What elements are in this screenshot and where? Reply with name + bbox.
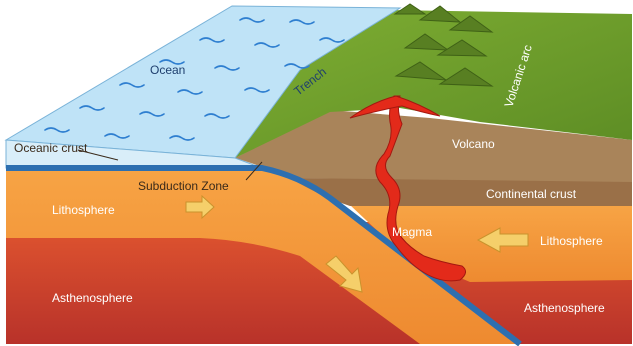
asthenosphere-left-label: Asthenosphere [52,291,133,305]
volcano-label: Volcano [452,137,495,151]
volcanic-arc-peaks [393,3,494,87]
subduction-zone-label: Subduction Zone [138,179,229,193]
magma-label: Magma [392,225,432,239]
continental-crust-label: Continental crust [486,187,577,201]
crust-body [235,110,632,182]
subducting-plate-edge [6,165,522,346]
lithosphere-left-label: Lithosphere [52,203,115,217]
oceanic-lithosphere-layer [6,168,520,344]
lithosphere-arrow-right [476,227,529,253]
lithosphere-right-label: Lithosphere [540,234,603,248]
continental-crust-layer [290,178,632,206]
ocean-waves [44,17,345,141]
ocean-label: Ocean [150,63,185,77]
magma-conduit [375,95,466,282]
land-surface [235,10,632,158]
lava-flow [349,95,441,119]
lithosphere-arrow-left [185,194,215,220]
oceanic-crust-label: Oceanic crust [14,141,88,155]
subduction-zone-leader [245,161,263,181]
oceanic-crust-leader [77,149,119,161]
asthenosphere-right-label: Asthenosphere [524,301,605,315]
subduction-arrow [325,255,363,293]
